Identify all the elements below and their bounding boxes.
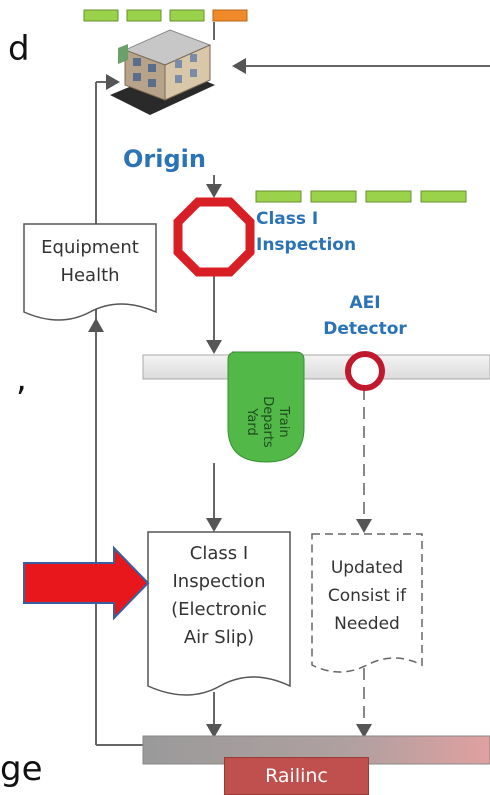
railinc-box: Railinc xyxy=(224,757,369,795)
train-departs-label: Train Departs Yard xyxy=(244,396,291,448)
class1-doc-line2: Inspection xyxy=(172,571,266,592)
aei-line2: Detector xyxy=(323,319,407,339)
train-departs-shape xyxy=(227,351,305,463)
class1-doc-line3: (Electronic xyxy=(171,599,267,620)
inspection-stop-icon xyxy=(173,197,255,277)
equipment-health-line1: Equipment xyxy=(41,237,139,258)
equipment-health-label: Equipment Health xyxy=(24,234,156,290)
updated-consist-doc xyxy=(311,533,423,673)
class1-doc-line4: Air Slip) xyxy=(183,627,255,648)
aei-detector-icon xyxy=(345,351,385,391)
train-railcars xyxy=(255,190,467,203)
highlight-arrow xyxy=(23,545,150,621)
class1-inspection-label: Class I Inspection xyxy=(256,206,356,258)
top-railcars xyxy=(83,9,248,22)
origin-yard-icon xyxy=(110,29,215,115)
aei-line1: AEI xyxy=(349,293,381,313)
cutoff-text-top: d xyxy=(8,29,30,69)
origin-label: Origin xyxy=(123,145,206,173)
cutoff-text-middle: , xyxy=(16,359,27,399)
yard-track-bar xyxy=(142,354,490,380)
updated-consist-label: Updated Consist if Needed xyxy=(312,554,422,638)
equipment-health-doc xyxy=(23,223,157,321)
class1-inspection-line2: Inspection xyxy=(256,235,357,255)
cutoff-text-bottom: ge xyxy=(0,749,43,789)
class1-inspection-doc xyxy=(147,531,291,696)
aei-detector-label: AEI Detector xyxy=(318,290,412,342)
consist-line1: Updated xyxy=(330,558,404,578)
consist-line2: Consist if xyxy=(327,586,407,606)
class1-inspection-line1: Class I xyxy=(256,209,319,229)
flow-lines xyxy=(88,22,490,746)
consist-line3: Needed xyxy=(334,614,400,634)
equipment-health-line2: Health xyxy=(60,265,120,286)
class1-doc-label: Class I Inspection (Electronic Air Slip) xyxy=(148,540,290,652)
class1-doc-line1: Class I xyxy=(189,543,249,564)
